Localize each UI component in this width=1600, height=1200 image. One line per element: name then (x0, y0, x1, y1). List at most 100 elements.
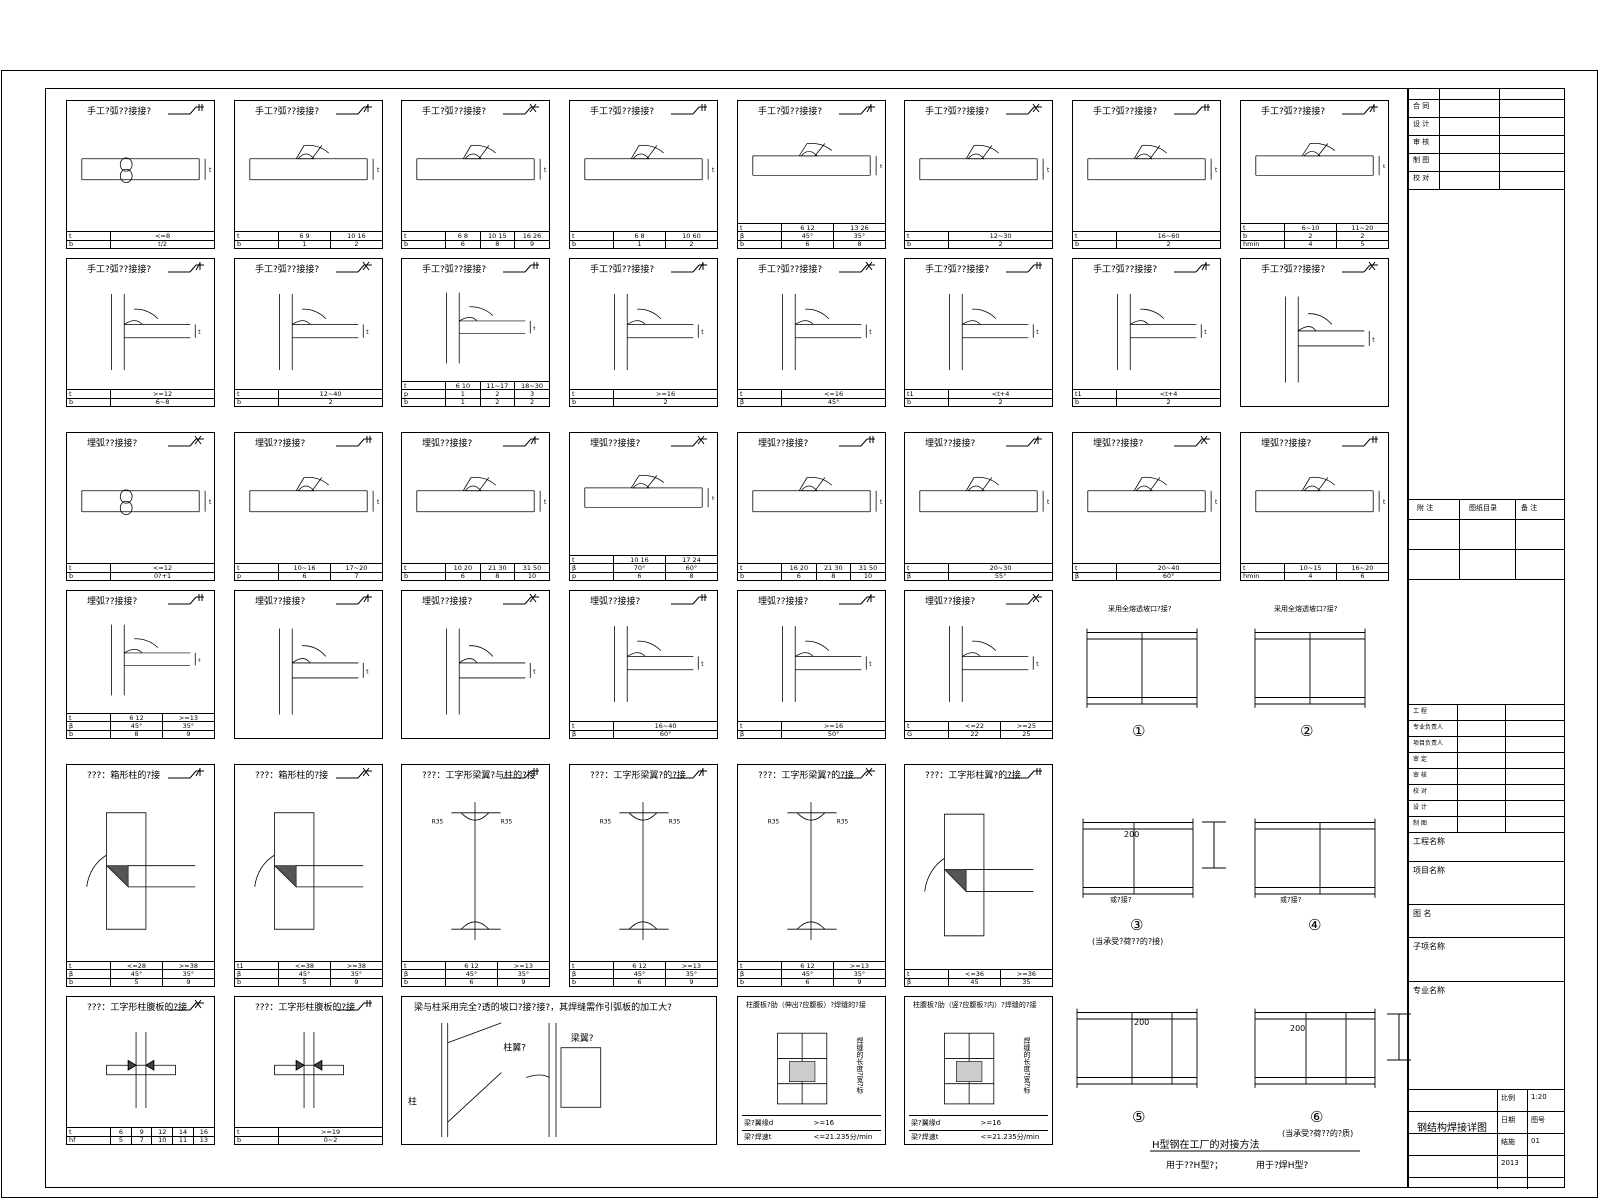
dimension-cell: b (907, 240, 912, 249)
weld-symbol-icon (1004, 593, 1044, 607)
weld-section-drawing (235, 781, 382, 961)
dimension-cell: 6 12 (445, 962, 498, 971)
title-block-divider (1527, 1089, 1528, 1189)
dimension-cell: β (740, 398, 745, 407)
dimension-cell: 6 (445, 240, 481, 248)
dimension-cell: 2 (329, 240, 382, 248)
title-block-row (1409, 704, 1564, 705)
svg-text:t: t (880, 164, 883, 170)
dimension-cell: 11~20 (1335, 224, 1388, 233)
dimension-cell: 6~10 (1284, 224, 1337, 233)
dimension-cell: 16 26 (514, 232, 549, 241)
title-block-sign-label: 制 图 (1413, 820, 1427, 827)
dimension-cell: 9 (161, 978, 214, 986)
dimension-cell: 22 (948, 730, 1001, 738)
title-block-row (1409, 171, 1564, 172)
title-block: 合 同设 计审 核制 图校 对附 注图纸目录备 注工 程专业负责人项目负责人审 … (1408, 88, 1565, 1189)
weld-section-drawing: t (1241, 275, 1388, 404)
splice-section-title: H型钢在工厂的对接方法 (1152, 1140, 1260, 1151)
weld-symbol-icon (1340, 103, 1380, 117)
dimension-cell: 12~40 (278, 390, 382, 399)
title-block-field-label: 图 名 (1413, 909, 1432, 918)
splice-detail-drawing (1072, 980, 1202, 1110)
weld-panel-title: 手工?弧??接接? (590, 265, 655, 275)
dimension-cell: 1 (613, 240, 666, 248)
dimension-cell: t (402, 382, 446, 391)
weld-section-drawing: t (738, 607, 885, 721)
svg-text:t: t (712, 496, 715, 502)
dimension-cell: 14 (172, 1128, 194, 1137)
weld-section-drawing: t (1241, 449, 1388, 563)
dimension-cell: β (1075, 572, 1080, 581)
dimension-cell: β (235, 969, 279, 979)
svg-text:t: t (880, 500, 883, 506)
dimension-cell: 12 (151, 1128, 173, 1137)
title-block-small-cell: 1:20 (1531, 1093, 1547, 1101)
title-block-row (1409, 1111, 1564, 1112)
dimension-cell: t (67, 390, 111, 399)
title-block-row (1409, 736, 1564, 737)
col-flange-label: 柱翼? (503, 1042, 526, 1054)
weld-symbol-icon (1004, 435, 1044, 449)
detail-4-or-label: 或?接? (1280, 896, 1302, 904)
dimension-cell: 16~40 (613, 722, 717, 731)
dimension-cell: t (235, 390, 279, 399)
dimension-cell: 35° (496, 969, 549, 979)
dimension-cell: <t+4 (948, 390, 1052, 399)
dimension-cell: 16 20 (781, 564, 817, 573)
weld-symbol-icon (1340, 435, 1380, 449)
weld-symbol-icon (837, 593, 877, 607)
weld-panel-title: 手工?弧??接接? (758, 265, 823, 275)
weld-section-drawing: t (235, 607, 382, 736)
weld-panel: 埋弧??接接?t (401, 590, 550, 739)
weld-symbol-icon (166, 593, 206, 607)
title-block-row (1409, 135, 1564, 136)
svg-text:t: t (701, 662, 704, 668)
weld-symbol-icon (166, 999, 206, 1013)
weld-panel-title: ???：箱形柱的?接 (87, 771, 161, 781)
dimension-cell: hmin (1243, 572, 1260, 581)
weld-panel-title: 手工?弧??接接? (422, 265, 487, 275)
dimension-cell: t (570, 556, 614, 565)
title-block-row (1409, 1177, 1564, 1178)
dimension-cell: β (67, 721, 111, 731)
dimension-cell: 7 (130, 1136, 152, 1144)
title-block-row (1409, 768, 1564, 769)
dimension-cell: 35 (999, 978, 1052, 986)
weld-panel-title: 手工?弧??接接? (255, 107, 320, 117)
foot-cell: 梁?翼缘d (742, 1116, 812, 1131)
dimension-cell: >=13 (832, 962, 885, 971)
splice-detail-drawing (1078, 790, 1198, 920)
weld-symbol-icon (166, 261, 206, 275)
dimension-cell: p (402, 389, 446, 399)
dimension-cell: >=19 (278, 1128, 382, 1137)
weld-section-drawing (235, 1013, 382, 1127)
svg-text:R35: R35 (432, 818, 444, 825)
dimension-cell: 31 50 (850, 564, 885, 573)
dimension-cell: 35° (832, 969, 885, 979)
weld-symbol-icon (334, 767, 374, 781)
weld-section-drawing: t (570, 275, 717, 389)
dimension-cell: 16 (192, 1128, 214, 1137)
svg-text:R35: R35 (768, 818, 780, 825)
dimension-cell: 2 (479, 389, 515, 399)
splice-detail-drawing (1250, 790, 1380, 920)
title-block-small-cell: 结施 (1501, 1138, 1515, 1146)
